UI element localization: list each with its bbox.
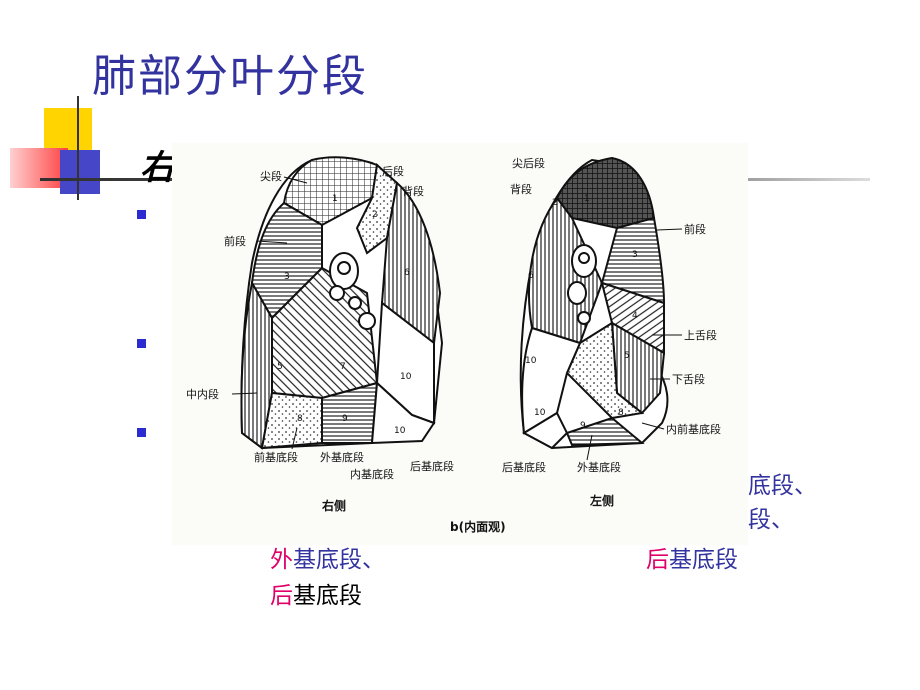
num-label: 10 bbox=[525, 356, 537, 366]
num-label: 8 bbox=[618, 408, 624, 418]
right-text-line-3: 后基底段 bbox=[646, 540, 738, 574]
label-lat-basal: 外基底段 bbox=[320, 450, 364, 464]
deco-vertical-line bbox=[77, 96, 79, 200]
num-label: 10 bbox=[400, 372, 412, 382]
right-text-line-1: 底段、 bbox=[748, 466, 817, 500]
left-lung bbox=[521, 158, 668, 448]
highlight-word: 后 bbox=[270, 583, 293, 609]
num-label: 1 bbox=[332, 194, 338, 204]
bullet-2 bbox=[137, 339, 146, 348]
label-post-basal: 后基底段 bbox=[502, 460, 546, 474]
right-text-line-2: 段、 bbox=[748, 500, 794, 534]
left-side-label: 左侧 bbox=[589, 493, 614, 508]
label-inf-lingular: 下舌段 bbox=[672, 372, 705, 386]
label-antmed-basal: 内前基底段 bbox=[666, 422, 721, 436]
label-post-basal: 后基底段 bbox=[410, 459, 454, 473]
label-med-basal: 内基底段 bbox=[350, 467, 394, 481]
highlight-word: 外 bbox=[270, 547, 293, 573]
num-label: 3 bbox=[284, 272, 290, 282]
lung-segments-figure: 1 2 3 5 6 7 8 9 10 10 尖段 后段 背段 前段 中内段 前基… bbox=[172, 143, 748, 545]
num-label: 2 bbox=[372, 210, 378, 220]
label-apicoposterior: 尖后段 bbox=[512, 156, 545, 170]
line-text: 基底段 bbox=[293, 583, 362, 609]
num-label: 5 bbox=[624, 351, 630, 361]
num-label: 1 bbox=[584, 194, 590, 204]
line-text: 基底段、 bbox=[293, 547, 385, 573]
figure-caption: b(内面观) bbox=[450, 519, 506, 534]
num-label: 3 bbox=[632, 250, 638, 260]
num-label: 4 bbox=[632, 311, 638, 321]
left-text-line-2: 后基底段 bbox=[270, 576, 362, 610]
num-label: 6 bbox=[404, 268, 410, 278]
label-ant-basal: 前基底段 bbox=[254, 450, 298, 464]
left-text-line-1: 外基底段、 bbox=[270, 540, 385, 574]
line-text: 基底段 bbox=[669, 547, 738, 573]
label-posterior: 后段 bbox=[382, 164, 404, 178]
num-label: 5 bbox=[277, 362, 283, 372]
num-label: 9 bbox=[580, 421, 586, 431]
label-anterior: 前段 bbox=[224, 234, 246, 248]
num-label: 9 bbox=[342, 414, 348, 424]
num-label: 6 bbox=[528, 271, 534, 281]
num-label: 8 bbox=[297, 414, 303, 424]
num-label: 7 bbox=[340, 362, 346, 372]
label-medial-middle: 中内段 bbox=[186, 387, 219, 401]
label-superior: 背段 bbox=[402, 184, 424, 198]
num-label: 10 bbox=[394, 426, 406, 436]
num-label: 10 bbox=[534, 408, 546, 418]
right-side-label: 右侧 bbox=[321, 498, 346, 513]
right-lung bbox=[241, 157, 442, 448]
subheading: 右 bbox=[140, 140, 174, 189]
page-title: 肺部分叶分段 bbox=[92, 40, 368, 104]
label-sup-lingular: 上舌段 bbox=[684, 328, 717, 342]
num-label: 2 bbox=[552, 198, 558, 208]
label-anterior: 前段 bbox=[684, 222, 706, 236]
lung-diagram: 1 2 3 5 6 7 8 9 10 10 尖段 后段 背段 前段 中内段 前基… bbox=[172, 143, 748, 545]
bullet-1 bbox=[137, 210, 146, 219]
label-superior: 背段 bbox=[510, 182, 532, 196]
label-lat-basal: 外基底段 bbox=[577, 460, 621, 474]
bullet-3 bbox=[137, 428, 146, 437]
deco-blue-square bbox=[60, 150, 100, 194]
label-apical: 尖段 bbox=[260, 169, 282, 183]
highlight-word: 后 bbox=[646, 547, 669, 573]
